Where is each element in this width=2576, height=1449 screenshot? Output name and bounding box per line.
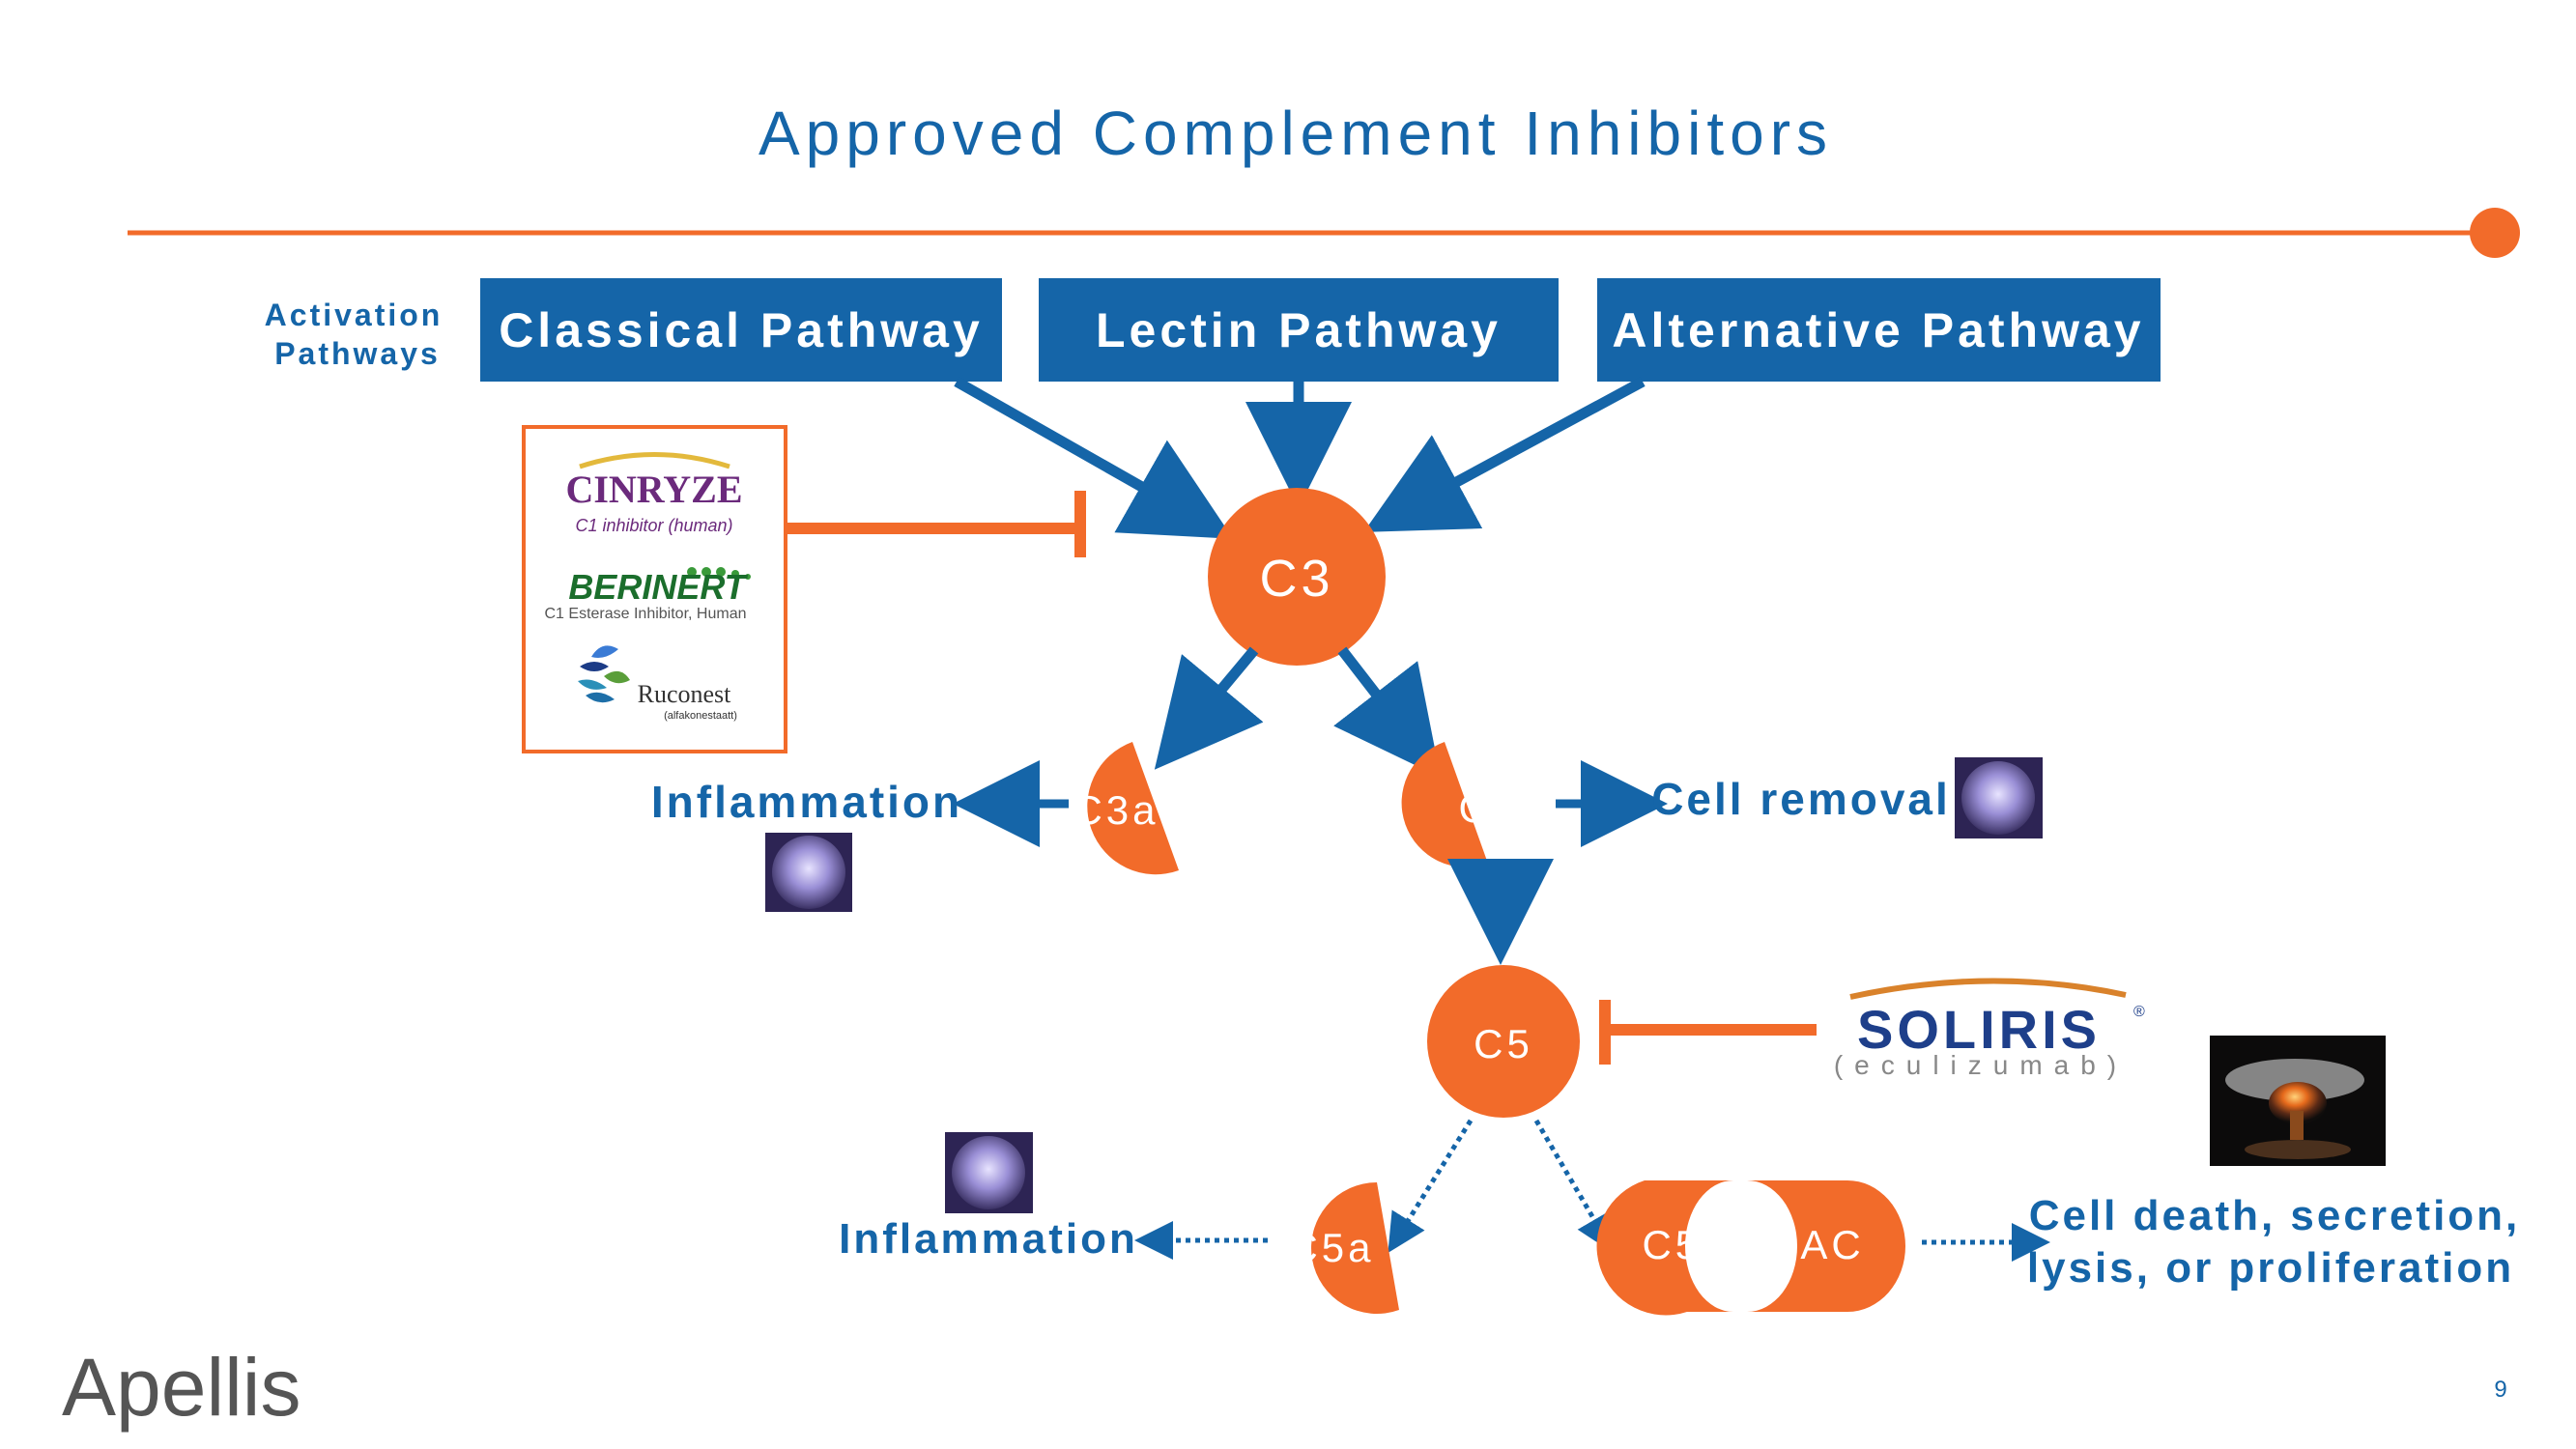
mac-complex: C5b MAC xyxy=(1596,1180,1905,1316)
slide-title: Approved Complement Inhibitors xyxy=(758,99,1833,168)
arrow-c3-to-c3a xyxy=(1154,646,1264,770)
soliris-name: SOLIRIS xyxy=(1857,999,2101,1060)
soliris-inhibition-bar xyxy=(1599,1000,1817,1065)
c5-node: C5 xyxy=(1427,965,1580,1118)
c5b-label: C5b xyxy=(1642,1222,1728,1267)
alternative-pathway-box: Alternative Pathway xyxy=(1597,278,2161,382)
ruconest-subtitle: (alfakonestaatt) xyxy=(664,710,737,722)
berinert-subtitle: C1 Esterase Inhibitor, Human xyxy=(545,606,747,622)
mac-label: MAC xyxy=(1762,1222,1864,1267)
c3a-fragment: C3a xyxy=(1073,742,1179,875)
alternative-pathway-label: Alternative Pathway xyxy=(1612,303,2144,357)
arrow-alternative-to-c3 xyxy=(1363,377,1646,532)
c3-label: C3 xyxy=(1259,550,1333,608)
inflammation-bottom-label: Inflammation xyxy=(839,1215,1138,1263)
cell-death-label-line2: lysis, or proliferation xyxy=(2027,1244,2514,1292)
ruconest-leaf-icon xyxy=(578,645,630,703)
lectin-pathway-label: Lectin Pathway xyxy=(1096,303,1502,357)
cell-image-top-right xyxy=(1955,757,2043,838)
lectin-pathway-box: Lectin Pathway xyxy=(1039,278,1559,382)
ruconest-name: Ruconest xyxy=(638,680,732,708)
activation-label-line1: Activation xyxy=(265,298,444,332)
berinert-dots-icon xyxy=(687,567,751,580)
cell-death-label-line1: Cell death, secretion, xyxy=(2029,1192,2521,1239)
soliris-subtitle: (eculizumab) xyxy=(1834,1050,2128,1080)
soliris-registered-mark: ® xyxy=(2133,1004,2145,1020)
soliris-logo: SOLIRIS ® (eculizumab) xyxy=(1834,978,2145,1080)
classical-pathway-label: Classical Pathway xyxy=(499,303,984,357)
c3b-label: C3b xyxy=(1458,785,1544,831)
page-number: 9 xyxy=(2494,1377,2506,1403)
c3-node: C3 xyxy=(1208,488,1386,666)
c1-inhibitors-box: CINRYZE C1 inhibitor (human) BERINERT C1… xyxy=(522,425,787,753)
arrow-c5-to-c5a xyxy=(1388,1119,1474,1253)
c3b-fragment: C3b xyxy=(1401,742,1544,867)
inflammation-top-label: Inflammation xyxy=(651,777,962,827)
arrow-c3-to-c3b xyxy=(1333,646,1441,778)
c5a-fragment: C5a xyxy=(1288,1182,1399,1315)
cinryze-swoosh-icon xyxy=(579,452,730,469)
c5a-label: C5a xyxy=(1288,1225,1374,1270)
cell-image-bottom xyxy=(945,1132,1033,1213)
c5-label: C5 xyxy=(1474,1021,1533,1066)
header-rule-dot xyxy=(2470,208,2520,258)
cell-image-top-left xyxy=(765,833,852,912)
explosion-image xyxy=(2210,1036,2386,1166)
c3a-label: C3a xyxy=(1073,787,1159,833)
arrow-classical-to-c3 xyxy=(954,377,1234,539)
cell-removal-label: Cell removal xyxy=(1651,774,1951,824)
activation-label-line2: Pathways xyxy=(274,336,441,371)
cinryze-subtitle: C1 inhibitor (human) xyxy=(575,516,732,535)
classical-pathway-box: Classical Pathway xyxy=(480,278,1002,382)
cinryze-name: CINRYZE xyxy=(565,468,742,511)
arrow-c5-to-c5b xyxy=(1533,1119,1615,1254)
c1-inhibition-bar xyxy=(786,491,1086,557)
soliris-swoosh-icon xyxy=(1849,978,2127,1000)
apellis-logo: Apellis xyxy=(62,1342,301,1433)
berinert-name: BERINERT xyxy=(568,567,748,607)
